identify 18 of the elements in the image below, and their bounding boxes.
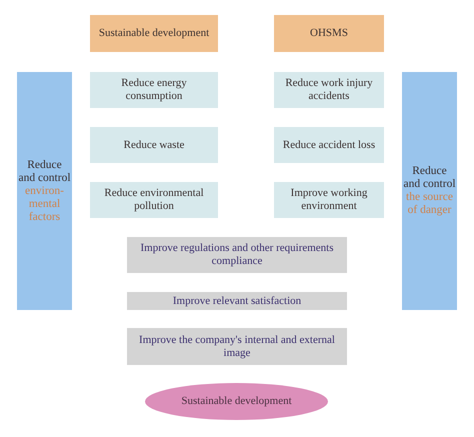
benefit-box: Improve relevant satisfaction (127, 292, 347, 310)
goal-box: Reduce work injury accidents (274, 72, 384, 108)
heading-box: Sustainable development (90, 15, 218, 52)
bar-text: Reduce and control (403, 165, 456, 191)
goal-box: Reduce energy consumption (90, 72, 218, 108)
goal-box: Improve working environment (274, 182, 384, 218)
side-bar (17, 72, 72, 310)
highlighted-text: environ-mental factors (24, 184, 65, 224)
highlighted-text: the source of danger (405, 191, 454, 217)
goal-box: Reduce waste (90, 127, 218, 163)
goal-box: Reduce accident loss (274, 127, 384, 163)
benefit-box: Improve the company's internal and external image (127, 328, 347, 365)
side-bar (402, 72, 457, 310)
outcome-ellipse: Sustainable development (145, 383, 328, 420)
benefit-box: Improve regulations and other requirements compliance (127, 237, 347, 273)
goal-box: Reduce environmental pollution (90, 182, 218, 218)
heading-box: OHSMS (274, 15, 384, 52)
bar-text: Reduce and control (18, 158, 71, 184)
